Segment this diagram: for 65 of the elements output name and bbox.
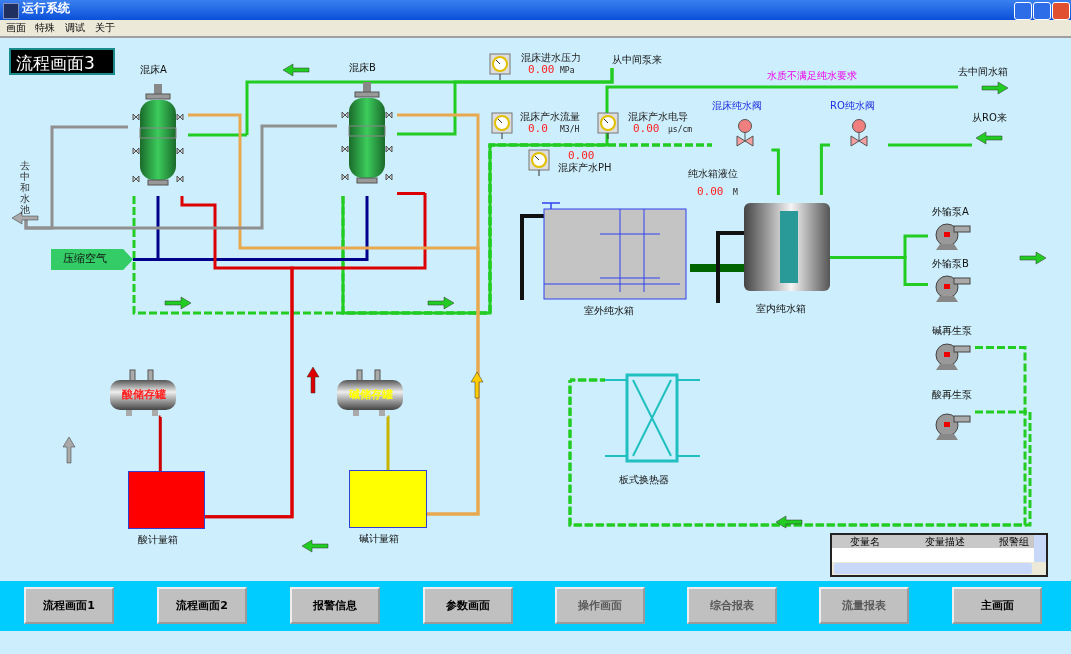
- pipe-line: [205, 191, 427, 519]
- column-header: 变量描述: [897, 535, 994, 548]
- column-header: 变量名: [832, 535, 898, 548]
- tank-label: 酸储存罐: [122, 388, 166, 402]
- nav-button: 流程画面1: [24, 587, 114, 624]
- value-readout: 0.00: [568, 150, 595, 162]
- pipe-line: [568, 378, 1032, 527]
- tank-label: 碱储存罐: [349, 388, 393, 402]
- window-title: 运行系统: [22, 2, 70, 16]
- value-readout: 0.00: [528, 64, 555, 77]
- instrument-label: 纯水箱液位: [688, 168, 738, 180]
- equipment-label: 混床B: [349, 62, 376, 74]
- pipe-line: [133, 196, 369, 261]
- unit-label: MPa: [560, 66, 575, 76]
- equipment-label: 去中间水箱: [958, 66, 1008, 78]
- unit-label: M: [733, 188, 738, 198]
- menu-item: 关于: [95, 22, 115, 34]
- equipment-label: 从RO来: [972, 112, 1007, 124]
- equipment-label: 碱再生泵: [932, 325, 972, 337]
- menu-item: 特殊: [35, 22, 55, 34]
- equipment-label: 混床A: [140, 64, 167, 76]
- menu-item: 调试: [65, 22, 85, 34]
- equipment-label: 混床纯水阀: [712, 100, 762, 112]
- nav-button: 流量报表: [819, 587, 909, 624]
- pipe-line: [341, 85, 958, 315]
- value-readout: 0.0: [528, 123, 548, 136]
- equipment-label: 压缩空气: [63, 252, 107, 266]
- pipe-line: [771, 148, 780, 195]
- nav-button: 报警信息: [290, 587, 380, 624]
- vertical-label: 去中和水池: [20, 160, 30, 215]
- equipment-label: 外输泵B: [932, 258, 969, 270]
- equipment-label: 室内纯水箱: [756, 303, 806, 315]
- column-header: 报警组: [993, 535, 1035, 548]
- pipe-line: [188, 68, 614, 137]
- screen-title: 流程画面3: [9, 48, 115, 75]
- pipe-line: [386, 415, 390, 470]
- equipment-label: 碱计量箱: [359, 533, 399, 545]
- instrument-label: 混床产水电导: [628, 111, 688, 123]
- menu-item: 画面: [6, 22, 26, 34]
- equipment-label: 外输泵A: [932, 206, 969, 218]
- equipment-label: 板式换热器: [619, 474, 669, 486]
- pipe-line: [24, 124, 337, 230]
- equipment-label: RO纯水阀: [830, 100, 875, 112]
- value-readout: 0.00: [697, 186, 724, 199]
- value-readout: 0.00: [633, 123, 660, 136]
- equipment-label: 从中间泵来: [612, 54, 662, 66]
- nav-button: 主画面: [952, 587, 1042, 624]
- pipe-line: [397, 113, 480, 516]
- warning-text: 水质不满足纯水要求: [767, 70, 857, 82]
- pipe-line: [830, 256, 928, 286]
- nav-button: 参数画面: [423, 587, 513, 624]
- equipment-label: 酸计量箱: [138, 534, 178, 546]
- nav-button: 操作画面: [555, 587, 645, 624]
- pipe-line: [158, 415, 162, 471]
- equipment-label: 酸再生泵: [932, 389, 972, 401]
- unit-label: μs/cm: [668, 125, 693, 135]
- instrument-label: 混床进水压力: [521, 52, 581, 64]
- unit-label: M3/H: [560, 125, 580, 135]
- instrument-label: 混床产水流量: [520, 111, 580, 123]
- equipment-label: 室外纯水箱: [584, 305, 634, 317]
- pipe-line: [819, 143, 830, 195]
- instrument-label: 混床产水PH: [558, 162, 612, 174]
- pipe-line: [888, 143, 972, 147]
- nav-button: 综合报表: [687, 587, 777, 624]
- nav-button: 流程画面2: [157, 587, 247, 624]
